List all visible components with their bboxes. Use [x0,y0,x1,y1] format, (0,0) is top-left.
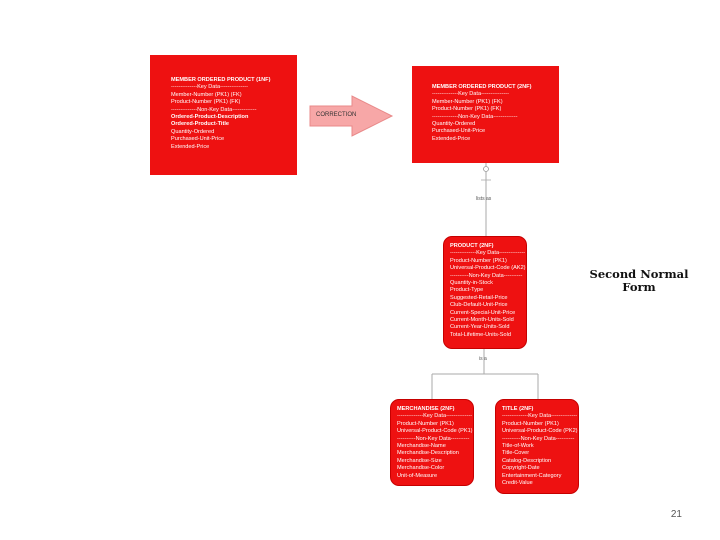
entity-attribute: Ordered-Product-Description [171,114,249,121]
entity-attribute: --------------Key Data-------------- [502,413,578,420]
entity-attribute: Extended-Price [171,143,210,150]
entity-attribute: ----------Non-Key Data---------- [450,272,523,279]
entity-attribute: Product-Number (PK1) (FK) [432,106,502,113]
entity-product: PRODUCT (2NF) --------------Key Data----… [443,236,527,349]
page-number: 21 [670,509,682,520]
entity-attribute: Ordered-Product-Title [171,121,230,128]
entity-attribute: --------------Key Data--------------- [432,91,510,98]
entity-merchandise: MERCHANDISE (2NF) --------------Key Data… [390,399,474,486]
entity-attribute: Current-Year-Units-Sold [450,324,510,331]
entity-attribute: Quantity-Ordered [171,128,215,135]
entity-attribute: Product-Number (PK1) (FK) [171,99,241,106]
entity-attribute: Club-Default-Unit-Price [450,302,508,309]
entity-attribute: Merchandise-Description [397,450,459,457]
entity-attribute: Credit-Value [502,480,533,487]
entity-attribute: --------------Non-Key Data------------- [432,113,518,120]
entity-attribute: Total-Lifetime-Units-Sold [450,331,511,338]
entity-title: MEMBER ORDERED PRODUCT (1NF) [171,77,271,83]
entity-attribute: Current-Month-Units-Sold [450,317,514,324]
relationship-label-lists: lists as [476,196,492,202]
entity-attribute: Member-Number (PK1) (FK) [432,98,503,105]
entity-attribute: Merchandise-Size [397,457,442,464]
entity-attribute: Title-Cover [502,450,530,457]
entity-attribute: Copyright-Date [502,465,540,472]
entity-attribute: Product-Type [450,287,484,294]
entity-attribute: Entertainment-Category [502,472,562,479]
entity-attribute: Product-Number (PK1) [450,257,507,264]
entity-member-ordered-product-2nf: MEMBER ORDERED PRODUCT (2NF) -----------… [412,66,559,163]
entity-attribute: Product-Number (PK1) [502,420,559,427]
entity-attribute: Extended-Price [432,135,471,142]
entity-title: PRODUCT (2NF) [450,243,494,249]
entity-attribute: Catalog-Description [502,457,552,464]
entity-attribute: Purchased-Unit-Price [171,136,225,143]
entity-attribute: Unit-of-Measure [397,472,438,479]
entity-title: MEMBER ORDERED PRODUCT (2NF) [432,84,532,90]
entity-member-ordered-product-1nf: MEMBER ORDERED PRODUCT (1NF) -----------… [150,55,297,175]
relationship-label-isa: is a [479,356,487,362]
correction-arrow [309,95,394,137]
entity-title: MERCHANDISE (2NF) [397,406,455,412]
entity-attribute: Merchandise-Color [397,465,445,472]
entity-attribute: Purchased-Unit-Price [432,128,486,135]
slide-title: Second Normal Form [589,267,689,294]
entity-attribute: --------------Key Data--------------- [171,84,249,91]
entity-attribute: Universal-Product-Code (PK2) [502,428,578,435]
entity-attribute: ----------Non-Key Data---------- [397,435,470,442]
entity-attribute: --------------Key Data-------------- [450,250,526,257]
entity-attribute: Product-Number (PK1) [397,420,454,427]
entity-attribute: Quantity-in-Stock [450,280,493,287]
entity-attribute: Universal-Product-Code (PK1) [397,428,473,435]
entity-attribute: Current-Special-Unit-Price [450,309,516,316]
relationship-end-circle [483,166,489,172]
entity-attribute: Merchandise-Name [397,443,446,450]
entity-title-work: TITLE (2NF) --------------Key Data------… [495,399,579,494]
correction-label: CORRECTION [316,112,357,118]
entity-attribute: Title-of-Work [502,443,534,450]
entity-attribute: Universal-Product-Code (AK2) [450,265,526,272]
entity-attribute: --------------Non-Key Data------------- [171,106,257,113]
entity-attribute: --------------Key Data-------------- [397,413,473,420]
entity-attribute: Member-Number (PK1) (FK) [171,91,242,98]
entity-attribute: Quantity-Ordered [432,121,476,128]
entity-title: TITLE (2NF) [502,406,534,412]
entity-attribute: Suggested-Retail-Price [450,294,508,301]
entity-attribute: ----------Non-Key Data---------- [502,435,575,442]
